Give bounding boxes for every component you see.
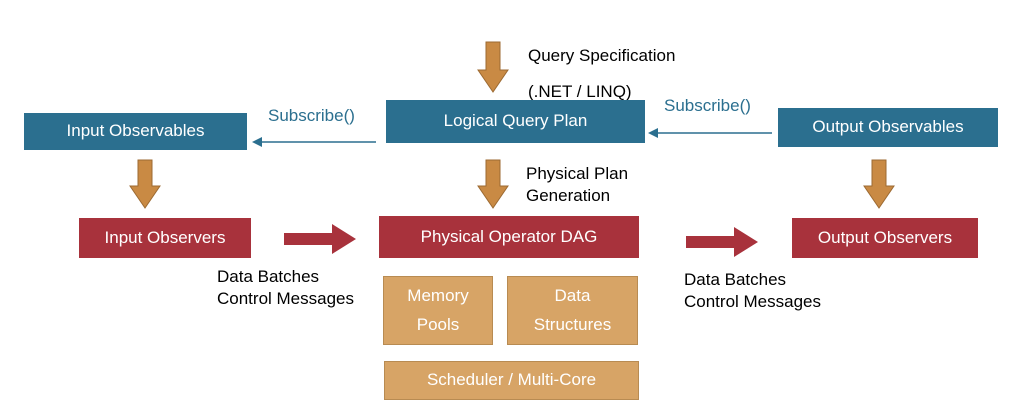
left-flow-line1: Data Batches xyxy=(217,267,320,286)
left-flow-label: Data Batches Control Messages xyxy=(217,266,354,310)
data-structures-line1: Data xyxy=(554,285,591,305)
input-observers-label: Input Observers xyxy=(104,227,226,247)
down-arrow-output xyxy=(863,159,895,209)
down-arrow-input xyxy=(129,159,161,209)
subscribe-right-arrow xyxy=(648,128,772,138)
physical-plan-line2: Generation xyxy=(526,186,611,205)
scheduler-box: Scheduler / Multi-Core xyxy=(384,361,639,400)
memory-pools-box: Memory Pools xyxy=(383,276,493,345)
right-flow-line2: Control Messages xyxy=(684,292,822,311)
query-spec-label-2: (.NET / LINQ) xyxy=(528,81,632,103)
output-observables-box: Output Observables xyxy=(778,108,998,147)
output-observers-label: Output Observers xyxy=(817,227,953,247)
query-spec-line1: Query Specification xyxy=(528,46,676,65)
data-structures-box: Data Structures xyxy=(507,276,638,345)
subscribe-left-label: Subscribe() xyxy=(268,106,355,125)
down-arrow-physical-plan xyxy=(477,159,509,209)
memory-pools-line2: Pools xyxy=(416,314,460,334)
data-structures-line2: Structures xyxy=(533,314,612,334)
input-observers-box: Input Observers xyxy=(79,218,251,258)
scheduler-label: Scheduler / Multi-Core xyxy=(426,370,597,390)
subscribe-left-arrow xyxy=(252,137,376,147)
query-spec-label: Query Specification xyxy=(528,45,675,67)
logical-query-plan-label: Logical Query Plan xyxy=(443,111,588,131)
output-observables-label: Output Observables xyxy=(812,117,964,137)
input-observables-box: Input Observables xyxy=(24,113,247,150)
flow-arrow-right xyxy=(686,227,758,257)
right-flow-label: Data Batches Control Messages xyxy=(684,269,821,313)
physical-operator-dag-label: Physical Operator DAG xyxy=(420,226,598,246)
down-arrow-query-spec xyxy=(477,41,509,93)
query-spec-line2: (.NET / LINQ) xyxy=(528,82,632,101)
subscribe-right-label: Subscribe() xyxy=(664,96,751,115)
physical-plan-line1: Physical Plan xyxy=(526,164,629,183)
physical-operator-dag-box: Physical Operator DAG xyxy=(379,216,639,258)
logical-query-plan-box: Logical Query Plan xyxy=(386,100,645,143)
memory-pools-line1: Memory xyxy=(407,285,469,305)
physical-plan-generation-label: Physical Plan Generation xyxy=(526,163,628,207)
input-observables-label: Input Observables xyxy=(66,121,205,141)
right-flow-line1: Data Batches xyxy=(684,270,787,289)
output-observers-box: Output Observers xyxy=(792,218,978,258)
flow-arrow-left xyxy=(284,224,356,254)
left-flow-line2: Control Messages xyxy=(217,289,355,308)
